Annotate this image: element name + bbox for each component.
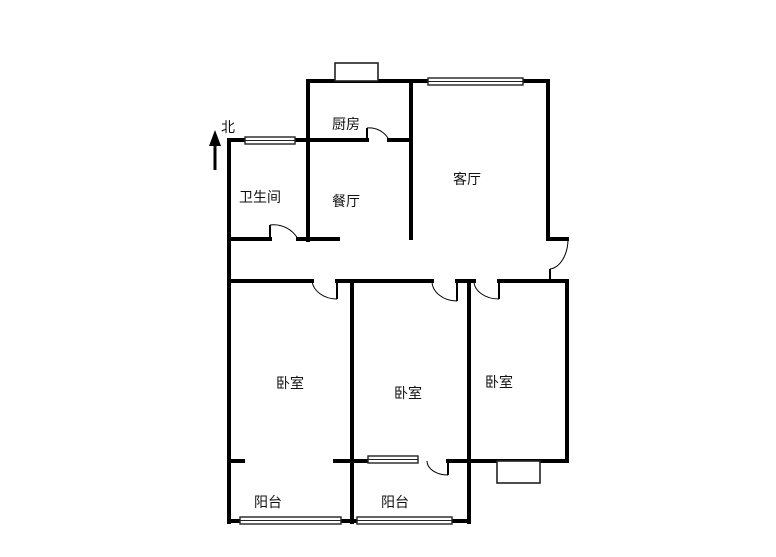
door-balcony-2 <box>426 460 449 476</box>
window-balcony-2 <box>356 516 453 525</box>
room-label-bedroom-2: 卧室 <box>394 386 422 402</box>
room-label-bedroom-3: 卧室 <box>485 375 513 391</box>
door-entrance <box>549 238 569 281</box>
bay-window-kitchen <box>334 62 379 82</box>
room-label-dining: 餐厅 <box>332 194 360 210</box>
room-label-balcony-1: 阳台 <box>254 495 282 511</box>
room-label-bedroom-1: 卧室 <box>276 376 304 392</box>
door-bathroom <box>269 224 299 240</box>
room-label-kitchen: 厨房 <box>332 117 360 133</box>
windows <box>239 62 541 525</box>
doors <box>269 127 569 476</box>
door-kitchen <box>366 127 390 141</box>
walls <box>227 79 569 524</box>
door-bedroom-3 <box>473 280 500 300</box>
window-balcony-1 <box>239 516 342 525</box>
door-bedroom-1 <box>311 280 338 300</box>
window-bedroom-2 <box>367 455 419 464</box>
door-bedroom-2 <box>431 280 458 302</box>
bay-window-bedroom-3 <box>496 460 541 484</box>
room-label-bathroom: 卫生间 <box>239 190 281 206</box>
north-arrow-icon <box>209 130 221 170</box>
window-living <box>427 77 524 86</box>
north-label: 北 <box>221 120 235 136</box>
room-label-living: 客厅 <box>453 172 481 188</box>
window-bathroom <box>244 136 296 145</box>
room-label-balcony-2: 阳台 <box>381 495 409 511</box>
